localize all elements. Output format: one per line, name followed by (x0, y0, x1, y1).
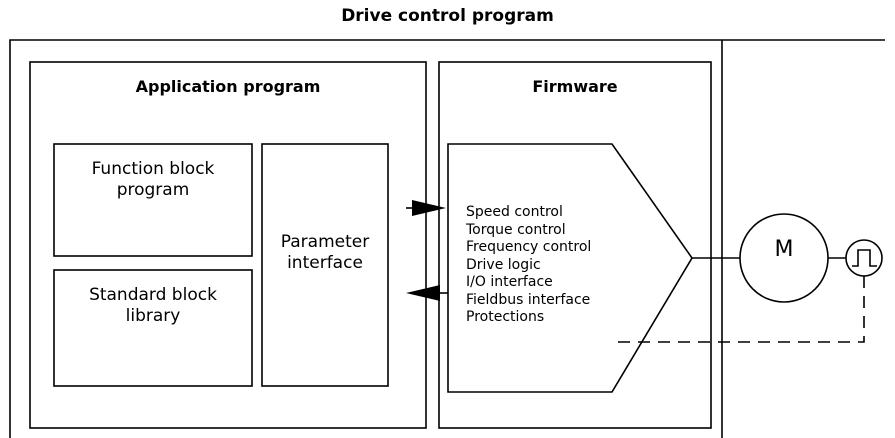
firmware-function-item: Speed control (466, 204, 563, 220)
arrow-to-parameter-interface (406, 285, 448, 301)
application-program-box (29, 61, 427, 429)
feedback-dashed-line (612, 276, 865, 343)
motor-label: M (774, 237, 794, 262)
application-program-heading: Application program (135, 77, 321, 96)
parameter-interface-label: Parameter interface (280, 232, 370, 274)
firmware-function-list: Speed control Torque control Frequency c… (466, 204, 591, 327)
firmware-function-item: Frequency control (466, 239, 592, 255)
firmware-box (438, 61, 712, 429)
arrow-to-firmware (406, 200, 446, 216)
standard-block-library-box (53, 269, 253, 387)
parameter-interface-box (261, 143, 389, 387)
firmware-function-item: I/O interface (466, 274, 553, 290)
standard-block-library-label: Standard block library (89, 285, 217, 327)
outer-frame (9, 39, 885, 438)
pulse-encoder-icon (852, 249, 877, 267)
function-block-program-label: Function block program (91, 159, 215, 201)
firmware-functions-shape (447, 143, 693, 393)
firmware-function-item: Fieldbus interface (466, 291, 591, 308)
firmware-heading: Firmware (532, 77, 618, 96)
encoder-circle (845, 239, 883, 277)
diagram-title: Drive control program (341, 6, 554, 26)
firmware-function-item: Torque control (466, 221, 566, 238)
firmware-function-item: Protections (466, 309, 545, 325)
firmware-function-item: Drive logic (466, 256, 541, 273)
function-block-program-box (53, 143, 253, 257)
